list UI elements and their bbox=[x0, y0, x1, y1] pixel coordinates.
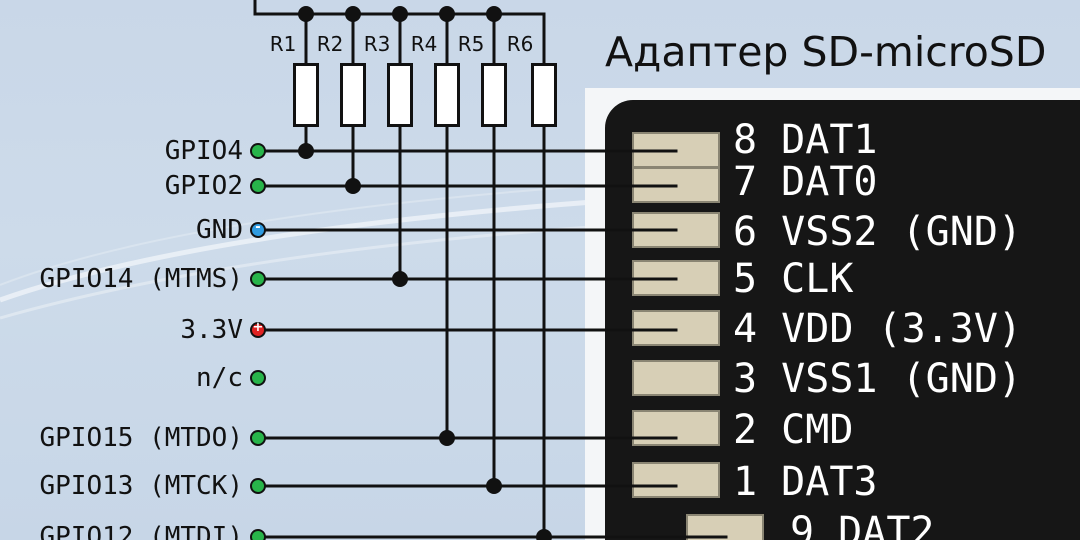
sd-pin-label: 3 VSS1 (GND) bbox=[733, 356, 1022, 402]
gpio-label: GPIO14 (MTMS) bbox=[39, 264, 244, 294]
gpio12-pad bbox=[250, 529, 266, 540]
sd-contact-3 bbox=[632, 360, 720, 396]
resistor-label: R4 bbox=[410, 32, 438, 56]
gpio-label: GPIO12 (MTDI) bbox=[39, 522, 244, 540]
gpio-label: GND bbox=[196, 215, 243, 245]
gpio-label: GPIO15 (MTDO) bbox=[39, 423, 244, 453]
gnd-pad: - bbox=[250, 220, 266, 238]
junction-dot bbox=[486, 478, 502, 494]
gpio4-pad bbox=[250, 143, 266, 159]
resistor-label: R5 bbox=[457, 32, 485, 56]
resistor-label: R1 bbox=[269, 32, 297, 56]
sd-pin-label: 9 DAT2 bbox=[790, 509, 935, 540]
junction-dot bbox=[392, 6, 408, 22]
gpio14-pad bbox=[250, 271, 266, 287]
sd-pin-label: 6 VSS2 (GND) bbox=[733, 209, 1022, 255]
junction-dot bbox=[439, 430, 455, 446]
gpio-label: n/c bbox=[196, 363, 243, 393]
resistor-label: R6 bbox=[506, 32, 534, 56]
resistor-r6 bbox=[531, 63, 557, 127]
sd-contact-4 bbox=[632, 310, 720, 346]
resistor-label: R3 bbox=[363, 32, 391, 56]
nc-pad bbox=[250, 370, 266, 386]
junction-dot bbox=[298, 6, 314, 22]
sd-pin-label: 2 CMD bbox=[733, 407, 854, 453]
power-pad: + bbox=[250, 320, 266, 338]
junction-dot bbox=[345, 6, 361, 22]
junction-dot bbox=[298, 143, 314, 159]
sd-contact-1 bbox=[632, 462, 720, 498]
sd-pin-label: 5 CLK bbox=[733, 256, 854, 302]
gpio-label: GPIO13 (MTCK) bbox=[39, 471, 244, 501]
junction-dot bbox=[345, 178, 361, 194]
gpio-label: GPIO2 bbox=[164, 171, 243, 201]
resistor-label: R2 bbox=[316, 32, 344, 56]
resistor-r3 bbox=[387, 63, 413, 127]
resistor-r5 bbox=[481, 63, 507, 127]
sd-pin-label: 8 DAT1 bbox=[733, 117, 878, 163]
minus-icon: - bbox=[255, 220, 261, 235]
gpio-label: 3.3V bbox=[180, 315, 243, 345]
adapter-title: Адаптер SD-microSD bbox=[605, 28, 1047, 76]
gpio-label: GPIO4 bbox=[164, 136, 243, 166]
sd-pin-label: 1 DAT3 bbox=[733, 459, 878, 505]
plus-icon: + bbox=[252, 320, 264, 335]
sd-contact-2 bbox=[632, 410, 720, 446]
gpio13-pad bbox=[250, 478, 266, 494]
sd-pin-label: 7 DAT0 bbox=[733, 159, 878, 205]
junction-dot bbox=[536, 529, 552, 540]
junction-dot bbox=[439, 6, 455, 22]
resistor-r1 bbox=[293, 63, 319, 127]
junction-dot bbox=[486, 6, 502, 22]
resistor-r2 bbox=[340, 63, 366, 127]
gpio15-pad bbox=[250, 430, 266, 446]
resistor-r4 bbox=[434, 63, 460, 127]
junction-dot bbox=[392, 271, 408, 287]
gpio2-pad bbox=[250, 178, 266, 194]
sd-pin-label: 4 VDD (3.3V) bbox=[733, 306, 1022, 352]
